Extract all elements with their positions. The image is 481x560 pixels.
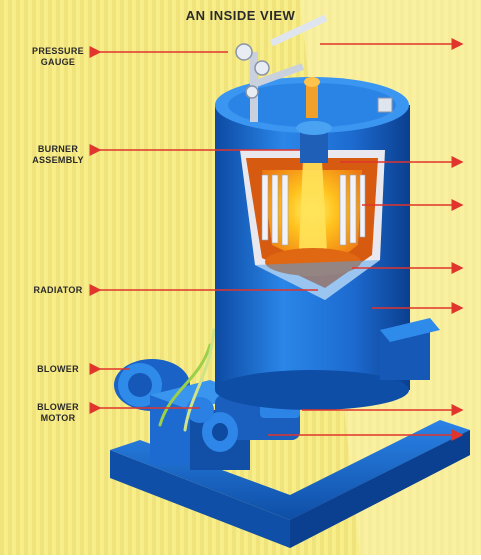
label-blower: BLOWER bbox=[18, 364, 98, 375]
label-blower-motor: BLOWER MOTOR bbox=[18, 402, 98, 424]
label-burner-assembly: BURNER ASSEMBLY bbox=[18, 144, 98, 166]
label-pressure-gauge: PRESSURE GAUGE bbox=[18, 46, 98, 68]
label-radiator: RADIATOR bbox=[18, 285, 98, 296]
diagram-title: AN INSIDE VIEW bbox=[0, 8, 481, 23]
